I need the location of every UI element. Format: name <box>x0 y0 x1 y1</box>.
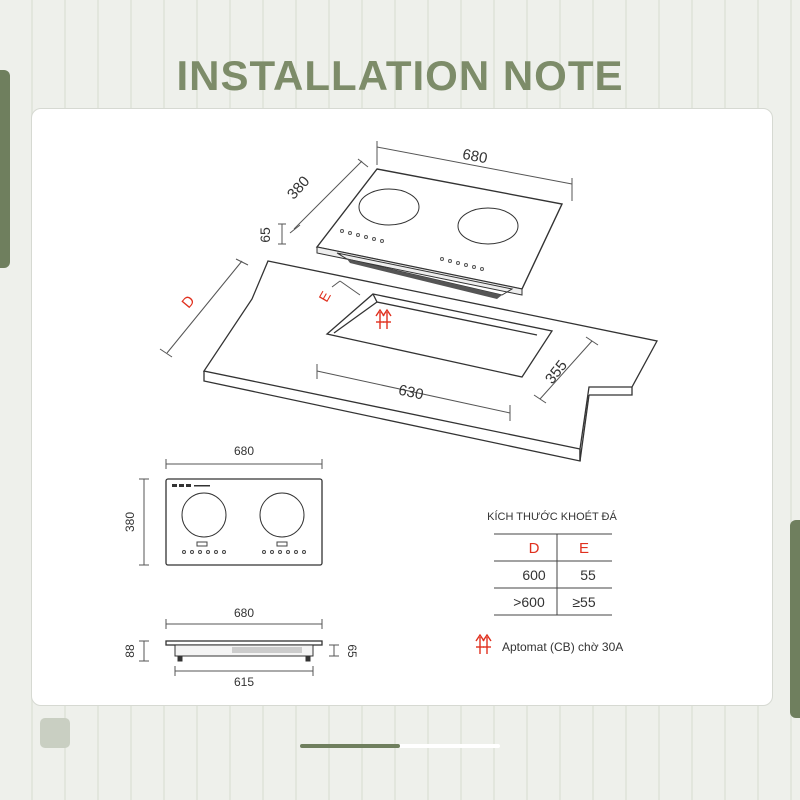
iso-left-burner <box>358 188 420 226</box>
top-right-burner <box>259 492 305 538</box>
table-cell-r1-d: 600 <box>522 567 546 583</box>
side-view-right-height-label: 65 <box>345 644 359 658</box>
cutout-table-title: KÍCH THƯỚC KHOÉT ĐÁ <box>487 510 617 523</box>
right-side-tab <box>790 520 800 718</box>
corner-square <box>40 718 70 748</box>
table-cell-r2-d: >600 <box>513 594 545 610</box>
table-cell-r1-e: 55 <box>580 567 596 583</box>
cutout-width-label: 630 <box>397 382 425 404</box>
iso-width-label: 680 <box>461 146 489 167</box>
table-header-d: D <box>529 540 540 557</box>
diagram-card: 680 380 65 D E 630 355 680 380 680 615 8… <box>31 108 773 706</box>
iso-breaker-icon <box>375 308 392 329</box>
pager-progress <box>300 744 400 748</box>
top-view <box>139 459 323 566</box>
pager-track[interactable] <box>300 744 500 748</box>
iso-right-burner <box>457 207 519 245</box>
table-cell-r2-e: ≥55 <box>572 594 595 610</box>
top-view-width-label: 680 <box>234 444 254 458</box>
breaker-note: Aptomat (CB) chờ 30A <box>502 640 623 654</box>
side-view-width-label: 680 <box>234 606 254 620</box>
iso-height-label: 65 <box>257 227 273 243</box>
installation-diagram: 680 380 65 D E 630 355 680 380 680 615 8… <box>123 141 658 689</box>
top-view-depth-label: 380 <box>123 512 137 532</box>
iso-cooktop <box>315 168 564 299</box>
countertop <box>202 260 658 462</box>
iso-dim-lines <box>278 141 573 245</box>
cutout-table-grid <box>494 533 612 616</box>
side-view-bottom-width-label: 615 <box>234 675 254 689</box>
left-side-tab <box>0 70 10 268</box>
countertop-dim-lines <box>159 258 599 421</box>
table-header-e: E <box>579 540 589 557</box>
iso-depth-label: 380 <box>284 173 313 203</box>
d-label: D <box>179 292 199 311</box>
side-view-left-height-label: 88 <box>123 644 137 658</box>
e-label: E <box>315 288 334 304</box>
countertop-cutout <box>325 293 554 378</box>
cutout-depth-label: 355 <box>542 357 571 387</box>
top-left-burner <box>181 492 227 538</box>
side-view <box>139 619 339 676</box>
page-title: INSTALLATION NOTE <box>176 52 624 99</box>
breaker-icon <box>475 633 492 654</box>
